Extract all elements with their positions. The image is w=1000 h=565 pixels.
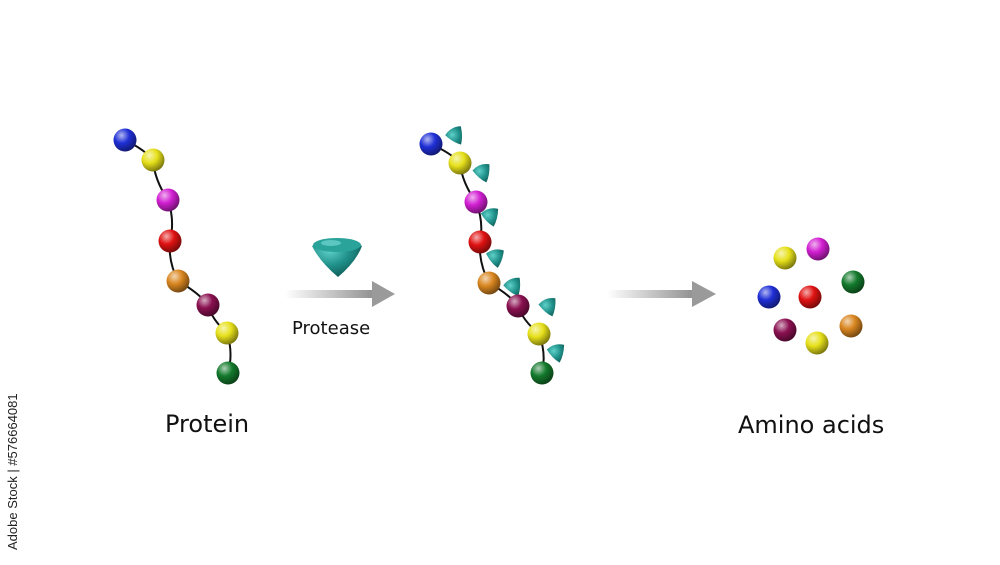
arrowhead xyxy=(372,281,395,307)
amino-acid-maroon xyxy=(196,293,220,317)
amino-acid-green xyxy=(530,361,554,385)
protein-label: Protein xyxy=(165,410,250,438)
amino-acid-magenta xyxy=(464,190,488,214)
stock-id-text: Adobe Stock | #576664081 xyxy=(5,393,20,550)
amino-acid-blue xyxy=(419,132,443,156)
amino-acid-magenta xyxy=(806,237,830,261)
amino-acid-magenta xyxy=(156,188,180,212)
amino-acid-blue xyxy=(757,285,781,309)
amino-acids-label: Amino acids xyxy=(738,411,885,439)
amino-acid-orange xyxy=(839,314,863,338)
amino-acid-yellow xyxy=(773,246,797,270)
protease-enzyme-icon xyxy=(538,298,556,317)
amino-acid-yellow xyxy=(448,151,472,175)
amino-acid-blue xyxy=(113,128,137,152)
protein-chain xyxy=(113,128,240,385)
amino-acid-yellow xyxy=(141,148,165,172)
protease-label: Protease xyxy=(292,318,371,339)
reaction-arrow-2 xyxy=(607,281,716,307)
protease-enzyme-icon xyxy=(480,208,499,227)
amino-acid-red xyxy=(798,285,822,309)
amino-acid-green xyxy=(216,361,240,385)
amino-acid-red xyxy=(158,229,182,253)
amino-acid-orange xyxy=(477,271,501,295)
protease-enzyme-icon xyxy=(546,344,565,363)
arrowhead xyxy=(692,281,716,307)
reaction-arrow-1 xyxy=(285,281,395,307)
protease-enzyme-icon xyxy=(472,164,490,183)
amino-acid-orange xyxy=(166,269,190,293)
amino-acid-yellow xyxy=(527,322,551,346)
protease-enzyme-icon xyxy=(445,126,463,145)
protein-with-protease xyxy=(419,126,565,385)
amino-acid-maroon xyxy=(506,294,530,318)
protease-enzyme-icon xyxy=(312,238,362,277)
protease-enzyme-icon xyxy=(503,277,521,297)
amino-acid-maroon xyxy=(773,318,797,342)
protein-chain-backbone xyxy=(124,139,232,374)
amino-acid-yellow xyxy=(805,331,829,355)
protease-enzyme-icon xyxy=(486,249,504,268)
amino-acid-yellow xyxy=(215,321,239,345)
free-amino-acids xyxy=(757,237,865,355)
amino-acid-green xyxy=(841,270,865,294)
amino-acid-red xyxy=(468,230,492,254)
